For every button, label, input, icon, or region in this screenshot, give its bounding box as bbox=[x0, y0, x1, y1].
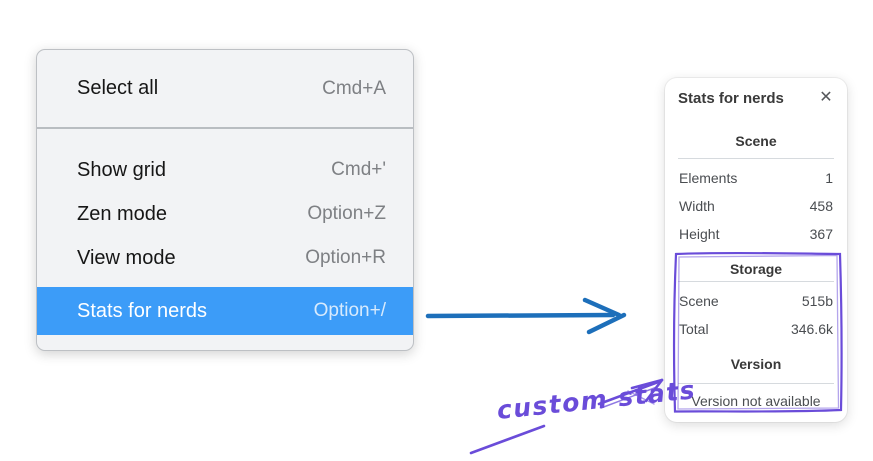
menu-item-label: Show grid bbox=[77, 158, 166, 181]
section-divider bbox=[678, 158, 834, 159]
menu-item-zen-mode[interactable]: Zen mode Option+Z bbox=[37, 192, 413, 236]
menu-item-label: Zen mode bbox=[77, 202, 168, 225]
stat-row-total-size: Total 346.6k bbox=[665, 315, 847, 343]
stat-row-elements: Elements 1 bbox=[665, 164, 847, 192]
stat-value: 458 bbox=[809, 198, 833, 214]
menu-item-shortcut: Cmd+' bbox=[331, 159, 386, 180]
menu-item-label: Select all bbox=[77, 77, 159, 99]
menu-group: Show grid Cmd+' Zen mode Option+Z View m… bbox=[37, 129, 413, 335]
menu-item-show-grid[interactable]: Show grid Cmd+' bbox=[37, 148, 413, 192]
menu-item-view-mode[interactable]: View mode Option+R bbox=[37, 236, 413, 280]
menu-item-label: Stats for nerds bbox=[77, 299, 208, 322]
stat-value: 346.6k bbox=[790, 321, 833, 337]
menu-item-shortcut: Option+R bbox=[305, 247, 386, 268]
flow-arrow bbox=[425, 297, 627, 335]
stat-label: Total bbox=[679, 321, 709, 337]
stat-label: Scene bbox=[679, 293, 719, 309]
menu-item-shortcut: Option+/ bbox=[313, 300, 386, 321]
menu-item-stats-for-nerds[interactable]: Stats for nerds Option+/ bbox=[37, 287, 413, 335]
stat-value: 515b bbox=[801, 293, 833, 309]
stat-row-width: Width 458 bbox=[665, 192, 847, 220]
stat-label: Height bbox=[679, 226, 720, 242]
section-heading-version: Version bbox=[730, 356, 782, 372]
stat-label: Elements bbox=[679, 170, 738, 186]
menu-item-shortcut: Cmd+A bbox=[322, 77, 386, 99]
menu-divider bbox=[37, 127, 413, 129]
section-heading-scene: Scene bbox=[735, 133, 777, 149]
section-divider bbox=[678, 281, 834, 282]
stat-row-height: Height 367 bbox=[665, 220, 847, 248]
section-heading-storage: Storage bbox=[729, 261, 783, 277]
panel-content: Scene Elements 1 Width 458 Height 367 St… bbox=[665, 78, 847, 412]
scene-rows: Elements 1 Width 458 Height 367 bbox=[665, 164, 847, 248]
stat-row-scene-size: Scene 515b bbox=[665, 287, 847, 315]
context-menu: Select all Cmd+A Show grid Cmd+' Zen mod… bbox=[36, 49, 414, 351]
menu-item-shortcut: Option+Z bbox=[307, 203, 386, 224]
menu-item-select-all[interactable]: Select all Cmd+A bbox=[37, 50, 413, 127]
close-icon: ✕ bbox=[819, 89, 833, 106]
stat-label: Width bbox=[679, 198, 715, 214]
storage-rows: Scene 515b Total 346.6k bbox=[665, 287, 847, 343]
close-button[interactable]: ✕ bbox=[814, 86, 838, 110]
stat-value: 367 bbox=[809, 226, 833, 242]
annotation-label: custom stats bbox=[495, 375, 698, 425]
section-divider bbox=[678, 383, 834, 384]
menu-item-label: View mode bbox=[77, 246, 176, 269]
stats-panel: Stats for nerds ✕ Scene Elements 1 Width… bbox=[665, 78, 847, 422]
stat-value: 1 bbox=[825, 170, 833, 186]
panel-title: Stats for nerds bbox=[678, 90, 784, 107]
